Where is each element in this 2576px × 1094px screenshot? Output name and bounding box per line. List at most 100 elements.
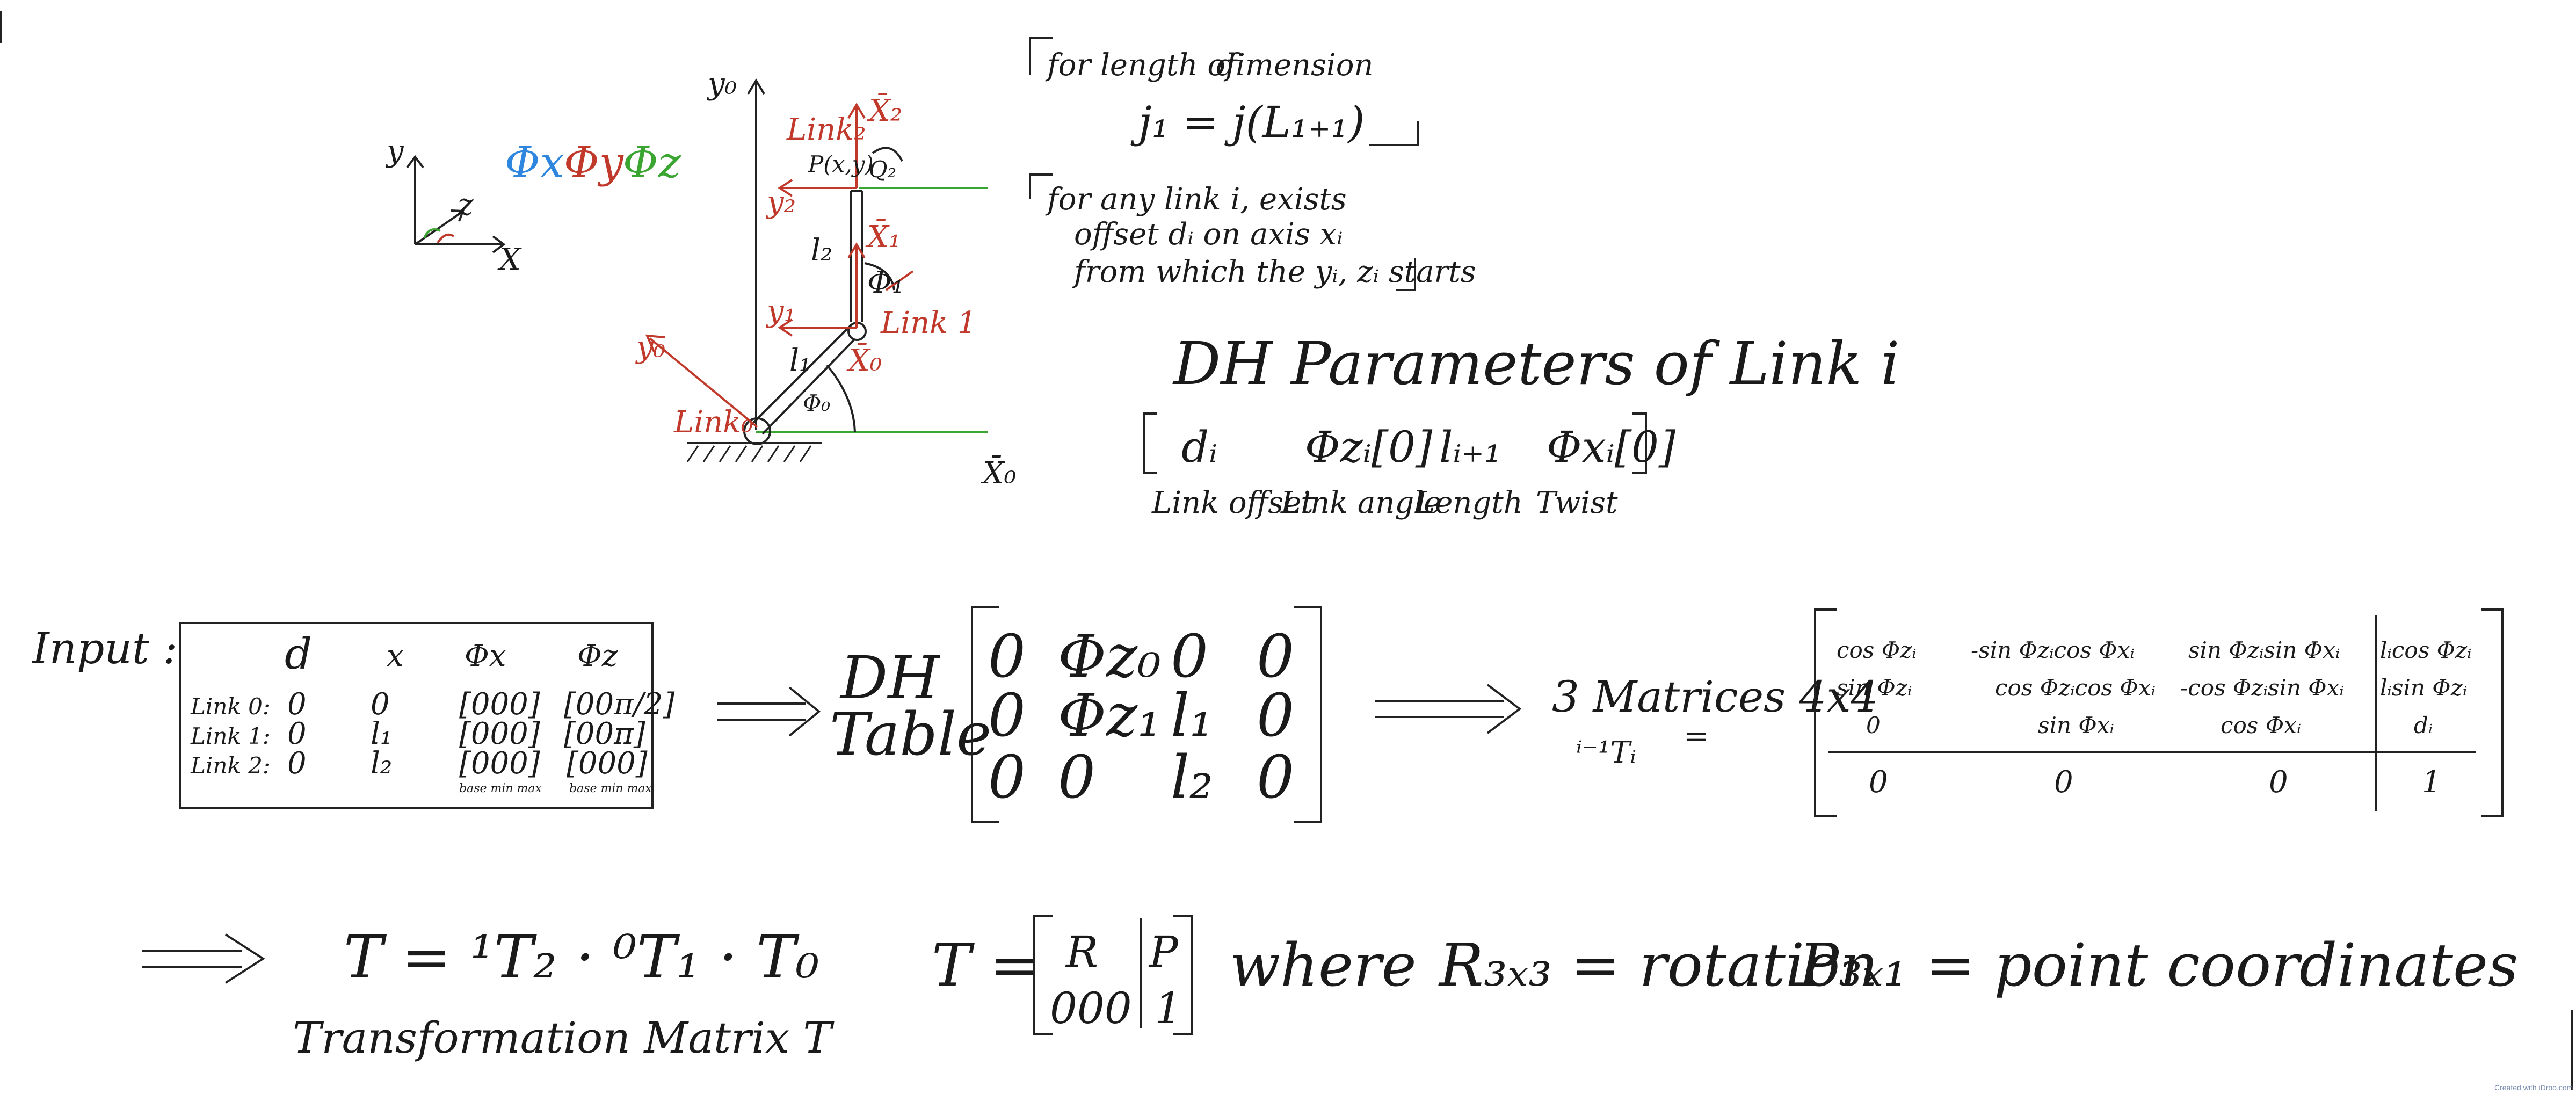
phi0-label: Φ₀	[803, 390, 830, 416]
y2-label: y₂	[765, 185, 796, 220]
t-matrix-one: 1	[1155, 983, 1182, 1033]
mat-cell-3-1: 0	[2054, 765, 2073, 800]
mat-cell-0-2: sin Φzᵢsin Φxᵢ	[2188, 637, 2340, 663]
where-label: where	[1230, 931, 1417, 999]
transform-expr: T = ¹T₂ · ⁰T₁ · T₀	[344, 923, 819, 991]
link2-label: Link₂	[786, 112, 866, 147]
input-row1-phix: [000]	[459, 716, 540, 751]
t-matrix-zeros: 000	[1050, 983, 1132, 1033]
t-matrix-brackets	[1033, 915, 1193, 1035]
axis-y-label: y	[385, 134, 404, 169]
dh-cell-0-3: 0	[1257, 622, 1294, 691]
mat-cell-2-1: sin Φxᵢ	[2038, 712, 2114, 738]
dh-cell-1-3: 0	[1257, 681, 1294, 750]
t-matrix-r: R	[1065, 927, 1098, 977]
y0-red-label: y₀	[635, 330, 665, 365]
input-header-phiz: Φz	[577, 639, 618, 673]
input-table-frame	[179, 622, 654, 809]
input-row0-phiz: [00π/2]	[564, 687, 674, 722]
dh-vector-brackets	[1143, 412, 1647, 474]
mat-cell-0-1: -sin Φzᵢcos Φxᵢ	[1971, 637, 2135, 663]
dh-label-twist: Twist	[1536, 486, 1618, 520]
y0-label: y₀	[706, 67, 737, 102]
input-row0-d: 0	[287, 687, 307, 722]
r-definition: R₃ₓ₃ = rotation	[1438, 931, 1878, 999]
dh-cell-2-0: 0	[988, 743, 1026, 812]
dh-cell-2-1: 0	[1058, 743, 1095, 812]
dh-label-offset: Link offset	[1151, 486, 1314, 520]
link0-label: Link₀	[673, 405, 753, 440]
point-p-label: P(x,y)	[808, 151, 874, 177]
input-header-d: d	[285, 629, 312, 679]
p-definition: P₃ₓ₁ = point coordinates	[1798, 931, 2519, 999]
dh-table-label-a: DH	[839, 643, 940, 712]
phi-y-label: Φy	[564, 137, 625, 187]
note1-line1: for length of	[1045, 48, 1242, 83]
y1-label: y₁	[765, 294, 796, 329]
l1-label: l₁	[789, 343, 811, 378]
input-row2-d: 0	[287, 746, 307, 781]
dh-cell-0-2: 0	[1171, 622, 1208, 691]
x1-label: X̄₁	[865, 219, 901, 255]
input-row2-name: Link 2:	[190, 752, 270, 779]
x0-red-label: X̄₀	[846, 342, 882, 378]
phi-z-label: Φz	[623, 137, 681, 187]
transform-caption: Transformation Matrix T	[293, 1013, 835, 1063]
input-label: Input :	[31, 624, 177, 673]
input-row0-phix: [000]	[459, 687, 540, 722]
input-row0-x: 0	[371, 687, 390, 722]
mat-cell-1-2: -cos Φzᵢsin Φxᵢ	[2180, 675, 2344, 701]
input-header-phix: Φx	[465, 639, 506, 673]
dh-cell-0-1: Φz₀	[1058, 622, 1161, 691]
t-eq-label: T =	[932, 931, 1040, 999]
watermark: Created with iDroo.com	[2494, 1083, 2573, 1092]
dh-table-brackets	[971, 606, 1322, 823]
mat-cell-1-3: lᵢsin Φzᵢ	[2380, 675, 2467, 701]
mat-cell-2-2: cos Φxᵢ	[2221, 712, 2301, 738]
matrices-eq: =	[1684, 719, 1709, 754]
input-header-x: x	[387, 639, 404, 673]
input-footnote-phix: base min max	[459, 782, 542, 795]
matrices-label: 3 Matrices 4x4	[1552, 672, 1878, 722]
note2-line2: offset dᵢ on axis xᵢ	[1074, 217, 1343, 252]
dh-label-angle: Link angle	[1280, 486, 1441, 520]
mat-cell-3-3: 1	[2422, 765, 2441, 800]
t-matrix-p: P	[1148, 927, 1179, 977]
note-brackets	[1029, 37, 1419, 291]
dh-vector-phix: Φxᵢ[0]	[1547, 422, 1676, 472]
mat-cell-0-3: lᵢcos Φzᵢ	[2380, 637, 2472, 663]
mat-cell-2-3: dᵢ	[2414, 712, 2433, 738]
dh-vector-phiz: Φzᵢ[0]	[1305, 422, 1433, 472]
input-row1-x: l₁	[371, 716, 392, 751]
dh-cell-1-0: 0	[988, 681, 1026, 750]
dh-params-title: DH Parameters of Link i	[1172, 329, 1899, 398]
x0-axis-label: X̄₀	[981, 455, 1016, 491]
note2-line3: from which the yᵢ, zᵢ starts	[1072, 255, 1476, 289]
dh-cell-0-0: 0	[988, 622, 1026, 691]
phi1-label: Φ₁	[867, 265, 904, 300]
link1-label: Link 1	[880, 306, 977, 340]
note2-line1: for any link i, exists	[1045, 182, 1347, 217]
mat-cell-1-0: sin Φzᵢ	[1837, 675, 1912, 701]
note1-formula: j₁ = j(L₁₊₁)	[1130, 97, 1365, 147]
dh-cell-2-2: l₂	[1171, 743, 1213, 812]
mat-cell-3-2: 0	[2269, 765, 2288, 800]
input-row0-name: Link 0:	[190, 693, 270, 720]
axes-icon	[406, 155, 506, 253]
input-row2-x: l₂	[371, 746, 392, 781]
input-row2-phiz: [000]	[567, 746, 648, 781]
phi-x-label: Φx	[505, 137, 564, 187]
q2-label: Q₂	[869, 156, 896, 183]
matrices-sub: ⁱ⁻¹Tᵢ	[1576, 735, 1636, 770]
dh-label-length: Length	[1414, 486, 1523, 520]
dh-cell-2-3: 0	[1257, 743, 1294, 812]
mat-cell-2-0: 0	[1866, 712, 1881, 738]
mat-cell-0-0: cos Φzᵢ	[1837, 637, 1917, 663]
axis-z-label: z	[457, 187, 474, 222]
dh-vector-d: dᵢ	[1181, 422, 1217, 472]
axis-x-label: X	[497, 242, 522, 277]
input-row1-name: Link 1:	[190, 723, 270, 749]
mat-cell-1-1: cos Φzᵢcos Φxᵢ	[1995, 675, 2156, 701]
dh-cell-1-1: Φz₁	[1058, 681, 1161, 750]
